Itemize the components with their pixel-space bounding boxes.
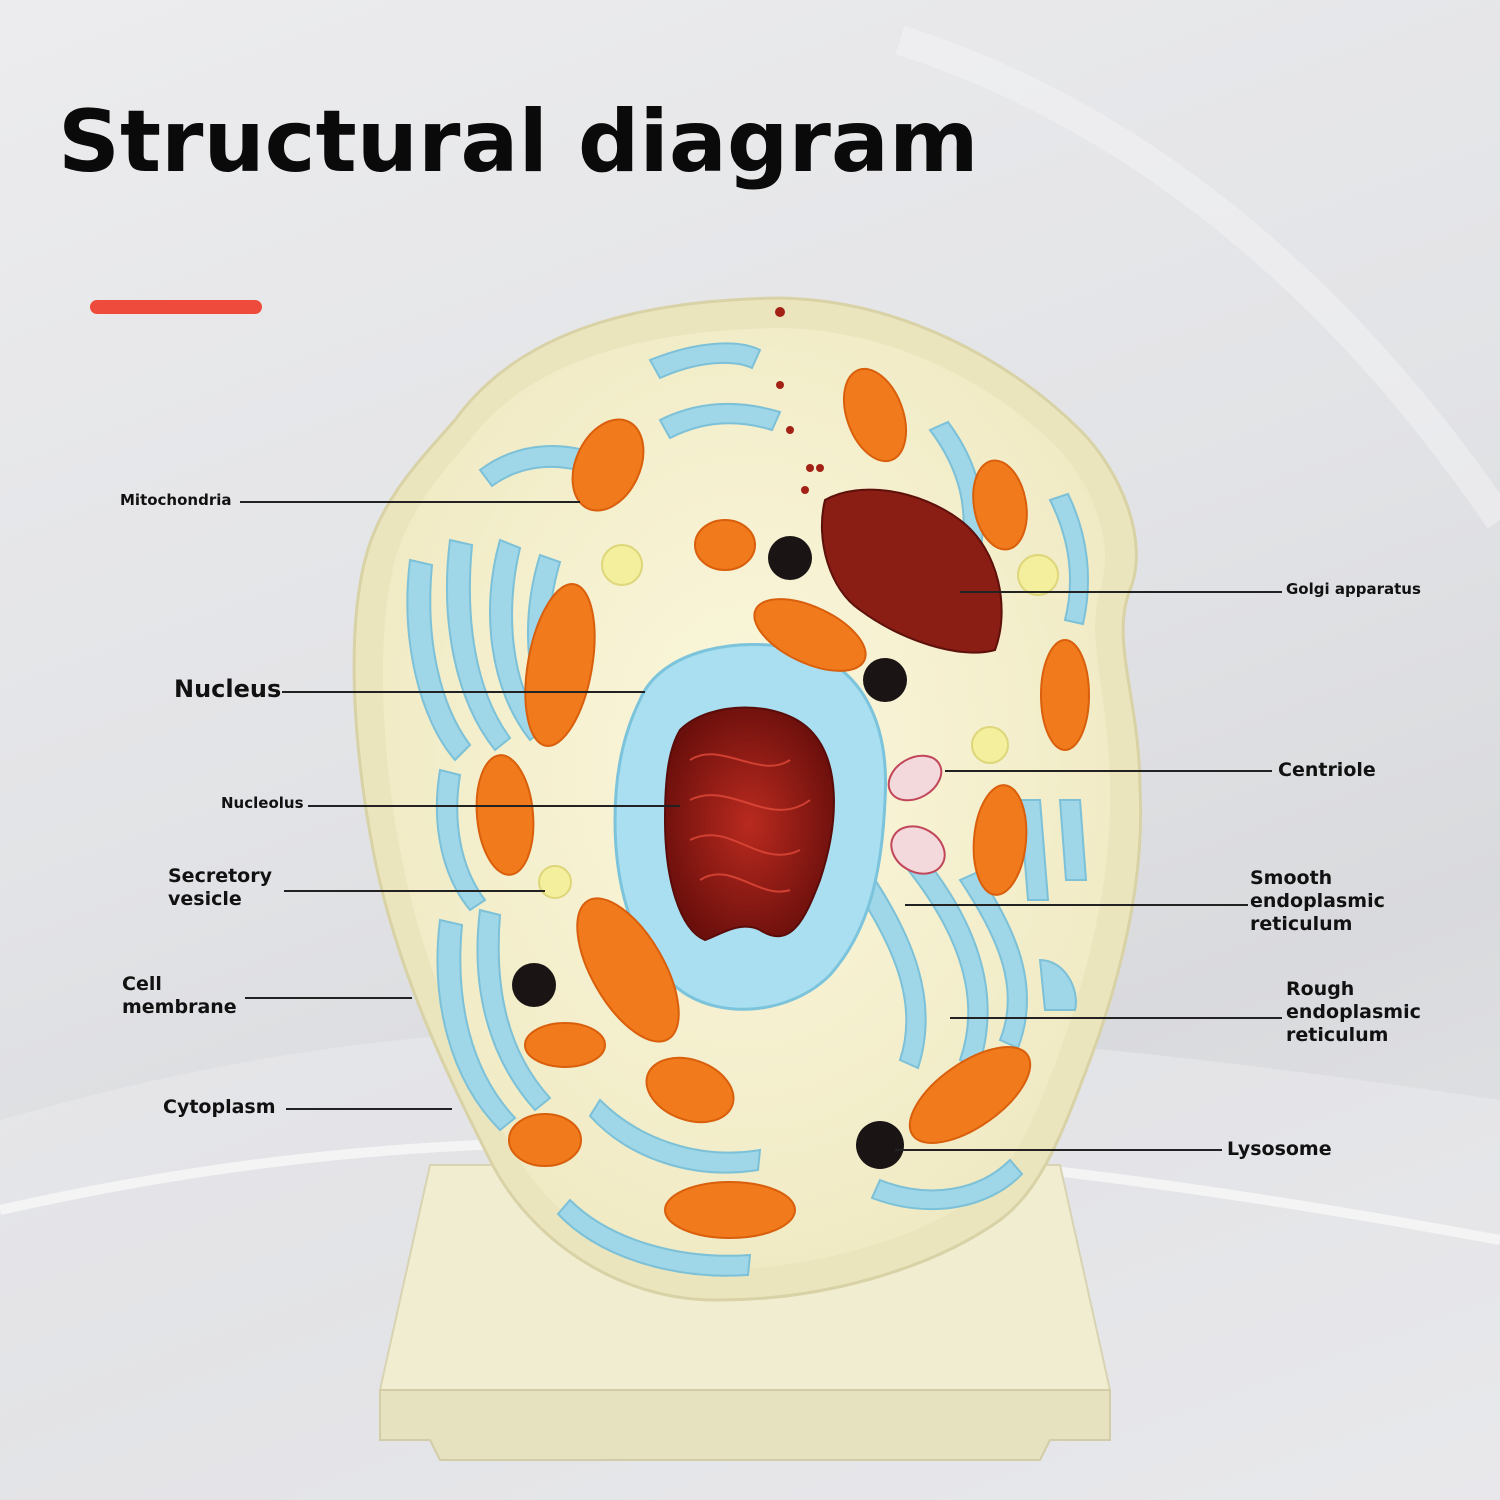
label-smooth-er-line2: endoplasmic — [1250, 890, 1385, 913]
page-title: Structural diagram — [58, 92, 979, 192]
label-smooth-er: Smooth endoplasmic reticulum — [1250, 867, 1385, 937]
golgi-shape — [821, 488, 1003, 654]
label-smooth-er-line1: Smooth — [1250, 867, 1333, 889]
label-nucleus: Nucleus — [174, 675, 282, 703]
label-secretory-vesicle: Secretory vesicle — [168, 865, 272, 911]
label-cell-membrane: Cell membrane — [122, 973, 237, 1019]
label-cell-membrane-line2: membrane — [122, 996, 237, 1019]
label-lysosome: Lysosome — [1227, 1138, 1332, 1160]
label-cytoplasm: Cytoplasm — [163, 1096, 276, 1118]
label-rough-er-line1: Rough — [1286, 978, 1355, 1000]
label-mitochondria: Mitochondria — [120, 491, 232, 509]
label-nucleolus: Nucleolus — [221, 794, 304, 812]
label-smooth-er-line3: reticulum — [1250, 913, 1353, 936]
label-rough-er: Rough endoplasmic reticulum — [1286, 978, 1421, 1048]
label-secretory-vesicle-line1: Secretory — [168, 865, 272, 887]
label-centriole: Centriole — [1278, 759, 1376, 781]
label-golgi-apparatus: Golgi apparatus — [1286, 580, 1421, 598]
label-rough-er-line3: reticulum — [1286, 1024, 1389, 1047]
label-secretory-vesicle-line2: vesicle — [168, 888, 242, 911]
accent-bar — [90, 300, 262, 314]
label-rough-er-line2: endoplasmic — [1286, 1001, 1421, 1024]
nucleus-shape — [613, 642, 888, 1011]
label-cell-membrane-line1: Cell — [122, 973, 162, 995]
